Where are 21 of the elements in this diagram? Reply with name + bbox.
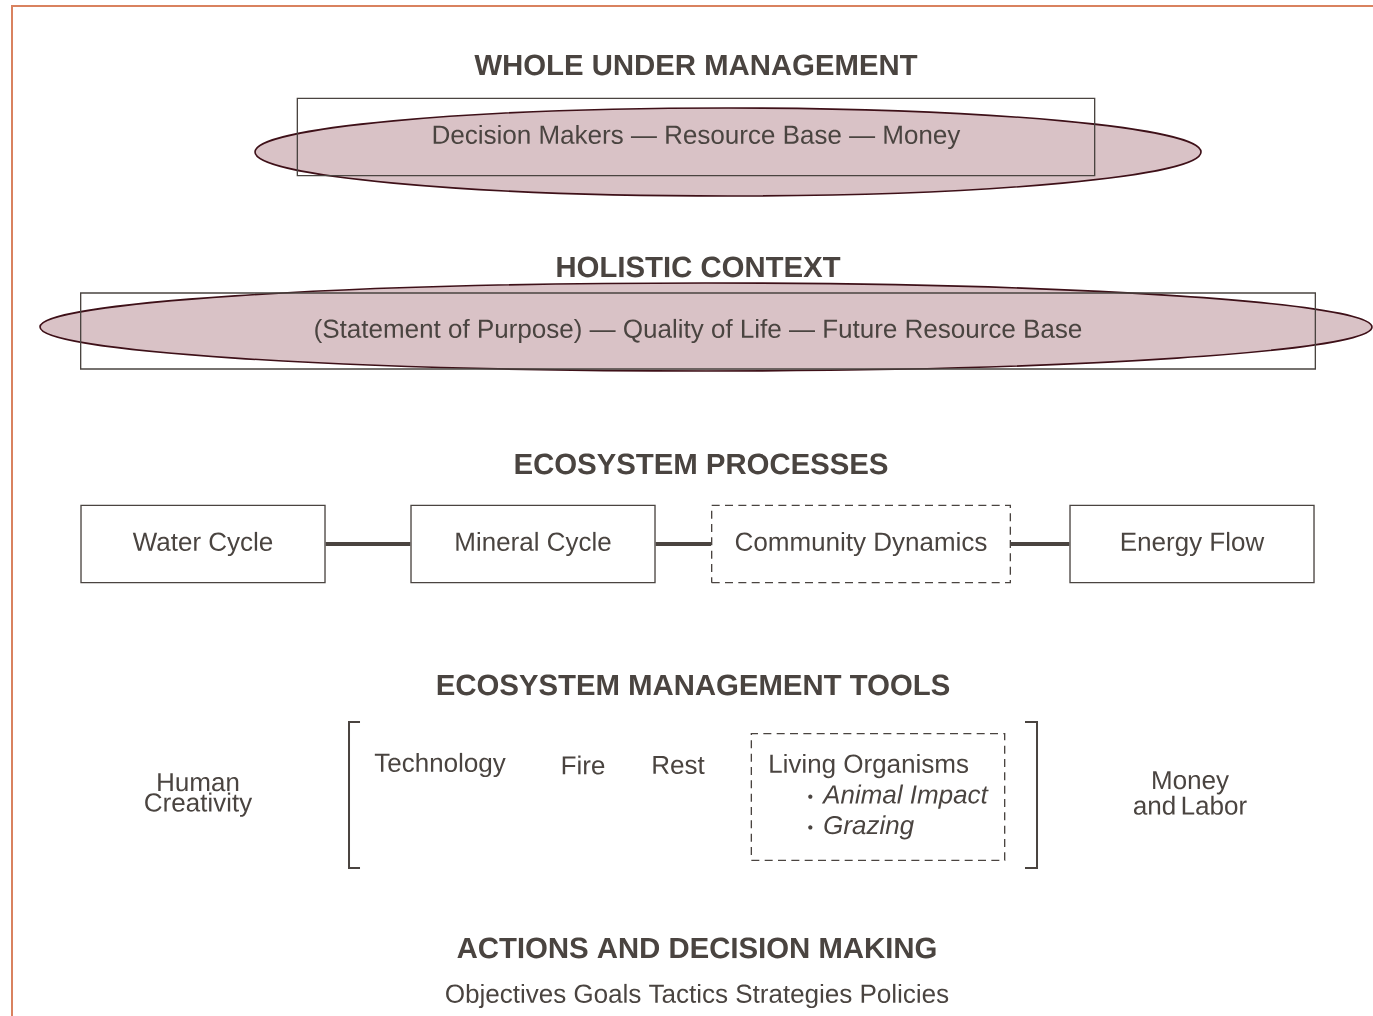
process-box: Water Cycle bbox=[80, 504, 326, 584]
section-heading: WHOLE UNDER MANAGEMENT bbox=[473, 53, 919, 77]
tool-label: Technology bbox=[374, 752, 506, 778]
action-list: Objectives Goals Tactics Strategies Policies bbox=[446, 983, 949, 1009]
section-heading: ECOSYSTEM PROCESSES bbox=[512, 452, 890, 476]
section-heading: ACTIONS AND DECISION MAKING bbox=[455, 936, 939, 960]
dashed-box: Community Dynamics bbox=[711, 504, 1011, 584]
tool-label: Fire bbox=[562, 755, 605, 775]
connector-line bbox=[655, 542, 711, 546]
process-box: Decision Makers — Resource Base — Money bbox=[296, 97, 1096, 177]
tool-label: Money and Labor bbox=[1133, 771, 1247, 815]
connector-line bbox=[325, 542, 411, 546]
connector-line bbox=[1011, 542, 1070, 546]
section-heading: ECOSYSTEM MANAGEMENT TOOLS bbox=[434, 673, 952, 697]
dashed-box: Living Organisms Animal Impact Grazing bbox=[750, 733, 1006, 861]
process-box: (Statement of Purpose) — Quality of Life — Future Resource Base bbox=[80, 292, 1316, 370]
tool-label: Rest bbox=[653, 755, 705, 775]
tool-label: Human Creativity bbox=[145, 773, 253, 817]
process-box: Energy Flow bbox=[1069, 504, 1315, 584]
section-heading: HOLISTIC CONTEXT bbox=[554, 255, 842, 279]
process-box: Mineral Cycle bbox=[410, 504, 656, 584]
